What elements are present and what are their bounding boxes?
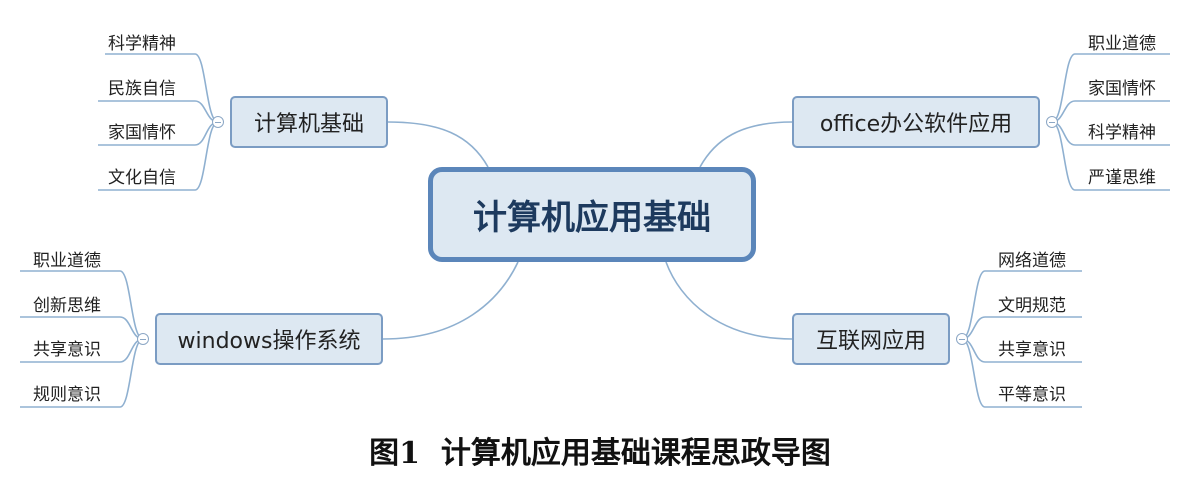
collapse-icon-top-right[interactable]	[1046, 116, 1058, 128]
branch-node-bottom-left[interactable]: windows操作系统	[155, 313, 383, 365]
branch-node-bottom-right[interactable]: 互联网应用	[792, 313, 950, 365]
leaf-bottom-left-4[interactable]: 规则意识	[33, 385, 101, 405]
leaf-bottom-right-2[interactable]: 文明规范	[998, 296, 1066, 316]
leaf-bottom-left-1[interactable]: 职业道德	[33, 251, 101, 271]
leaf-top-left-3[interactable]: 家国情怀	[108, 123, 176, 143]
leaf-top-left-4[interactable]: 文化自信	[108, 168, 176, 188]
mind-map: 计算机应用基础 计算机基础 office办公软件应用 windows操作系统 互…	[20, 34, 1170, 408]
collapse-icon-bottom-right[interactable]	[956, 333, 968, 345]
root-node[interactable]: 计算机应用基础	[428, 167, 756, 262]
leaf-top-right-1[interactable]: 职业道德	[1088, 34, 1156, 54]
collapse-icon-top-left[interactable]	[212, 116, 224, 128]
leaf-top-right-3[interactable]: 科学精神	[1088, 123, 1156, 143]
leaf-top-left-1[interactable]: 科学精神	[108, 34, 176, 54]
leaf-top-right-2[interactable]: 家国情怀	[1088, 79, 1156, 99]
leaf-bottom-right-3[interactable]: 共享意识	[998, 340, 1066, 360]
connector-root-bottom-left	[382, 261, 519, 340]
connector-root-top-left	[387, 121, 489, 168]
branch-node-top-left[interactable]: 计算机基础	[230, 96, 388, 148]
leaf-top-left-2[interactable]: 民族自信	[108, 79, 176, 99]
leaf-bottom-left-3[interactable]: 共享意识	[33, 340, 101, 360]
leaf-bottom-right-1[interactable]: 网络道德	[998, 251, 1066, 271]
figure-title: 计算机应用基础课程思政导图	[440, 436, 831, 471]
connector-root-bottom-right	[665, 261, 793, 340]
figure-number: 图1	[369, 436, 420, 471]
branch-node-top-right[interactable]: office办公软件应用	[792, 96, 1040, 148]
leaf-bottom-right-4[interactable]: 平等意识	[998, 385, 1066, 405]
figure-caption: 图1 计算机应用基础课程思政导图	[0, 428, 1200, 472]
leaf-top-right-4[interactable]: 严谨思维	[1088, 168, 1156, 188]
leaf-bottom-left-2[interactable]: 创新思维	[33, 296, 101, 316]
collapse-icon-bottom-left[interactable]	[137, 333, 149, 345]
connector-root-top-right	[699, 121, 793, 168]
